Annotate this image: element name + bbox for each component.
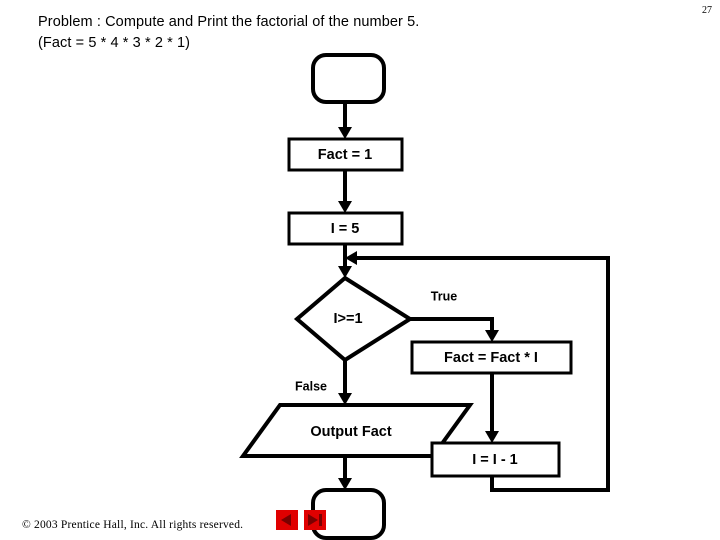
previous-slide-button[interactable] [276,510,298,530]
arrowhead-output-to-end [338,478,352,490]
page-number: 27 [702,5,712,16]
node-fact-mult-box[interactable] [410,340,573,375]
navigation-buttons [276,510,326,530]
problem-line-2: (Fact = 5 * 4 * 3 * 2 * 1) [38,35,191,51]
triangle-left-icon [281,514,291,526]
arrowhead-start-to-fact-init [338,127,352,139]
problem-line-1: Problem : Compute and Print the factoria… [38,14,420,30]
node-fact-mult-label: Fact = Fact * I [444,350,538,366]
arrowhead-loop-back [345,251,357,265]
arrowhead-i-init-to-decision [338,266,352,278]
bar-icon [319,514,322,526]
node-i-decrement-box[interactable] [430,441,561,478]
node-start-terminator[interactable] [311,53,386,104]
next-slide-button[interactable] [304,510,326,530]
triangle-right-icon [308,514,318,526]
branch-label-false: False [295,379,327,393]
node-i-init-box[interactable] [287,211,404,246]
node-i-decrement-label: I = I - 1 [472,452,518,468]
node-output-fact-label: Output Fact [310,424,392,440]
arrowhead-fact-init-to-i-init [338,201,352,213]
branch-label-true: True [431,289,457,303]
copyright-notice: © 2003 Prentice Hall, Inc. All rights re… [22,519,244,531]
node-fact-init-label: Fact = 1 [318,147,372,163]
connector-true-branch [410,317,494,336]
problem-statement: Problem : Compute and Print the factoria… [38,12,419,54]
node-fact-init-box[interactable] [287,137,404,172]
connector-loop-back [352,256,610,492]
node-decision-label: I>=1 [333,311,362,327]
node-decision-diamond[interactable] [293,275,414,363]
arrowhead-fact-mult-to-i-decrement [485,431,499,443]
arrowhead-false-branch [338,393,352,405]
arrowhead-true-branch [485,330,499,342]
node-i-init-label: I = 5 [331,221,360,237]
